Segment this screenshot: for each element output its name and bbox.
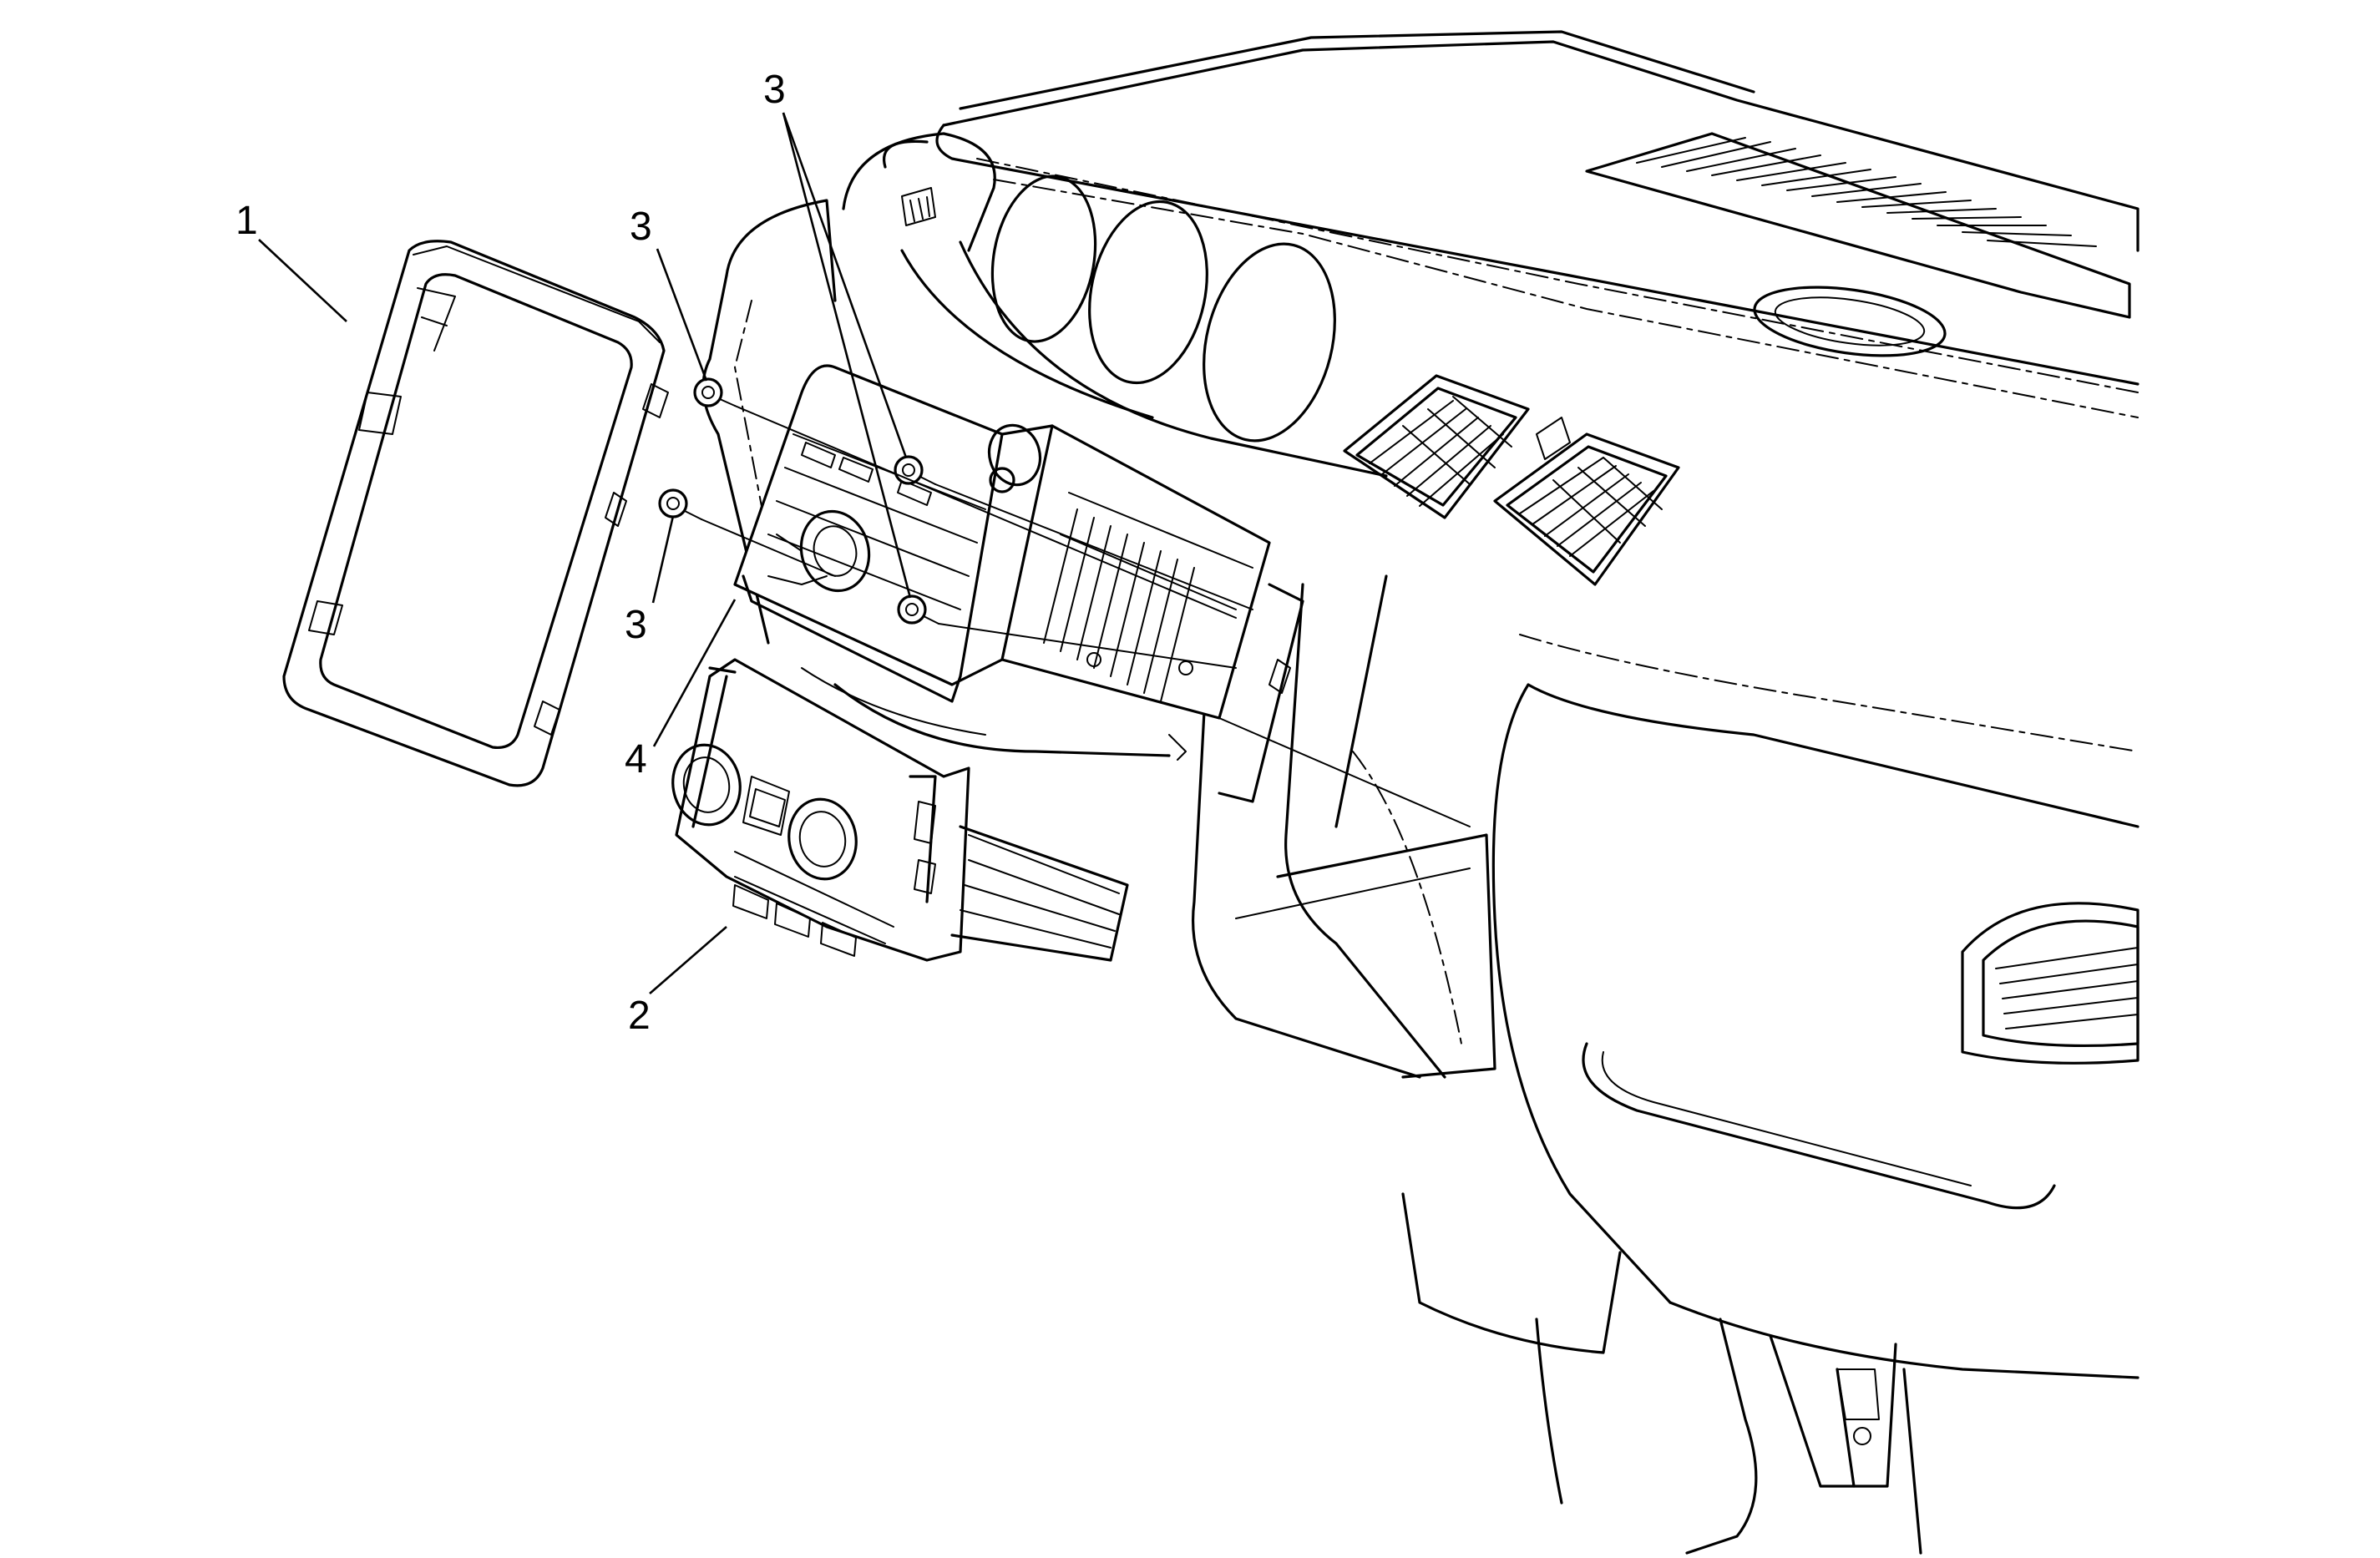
passenger-side-panel [1352, 634, 2139, 1555]
callout-3-top: 3 [763, 68, 786, 112]
cluster-hood [842, 132, 1388, 478]
radio-trim-bezel [282, 240, 669, 787]
fastener-lower-left [658, 488, 702, 520]
callout-4: 4 [625, 737, 647, 782]
leader-4 [652, 599, 737, 747]
callout-1: 1 [235, 199, 258, 243]
leader-1 [258, 239, 347, 322]
callout-3-lower-left: 3 [625, 603, 647, 647]
leader-3-lower-left [651, 515, 675, 604]
callout-3-upper-left: 3 [630, 205, 652, 249]
callout-labels: 1 2 3 3 3 4 [235, 68, 786, 1038]
hvac-control-module [671, 658, 1129, 962]
defroster-grille [1585, 132, 2131, 319]
lower-bracket [1401, 1192, 1897, 1555]
leader-2 [649, 926, 727, 994]
fastener-lower-center [897, 594, 939, 625]
fastener-upper-left [693, 377, 736, 407]
leader-3-top-b [782, 112, 912, 599]
fastener-group [658, 377, 1471, 827]
center-air-vents [1343, 374, 1680, 586]
instrument-panel [701, 30, 2139, 1555]
leader-3-top-a [782, 112, 908, 458]
radio-receiver [733, 364, 1304, 803]
callout-2: 2 [628, 994, 651, 1038]
passenger-air-vent [1961, 902, 2139, 1065]
callout-leaders [258, 112, 912, 994]
leader-3-upper-left [656, 248, 708, 382]
